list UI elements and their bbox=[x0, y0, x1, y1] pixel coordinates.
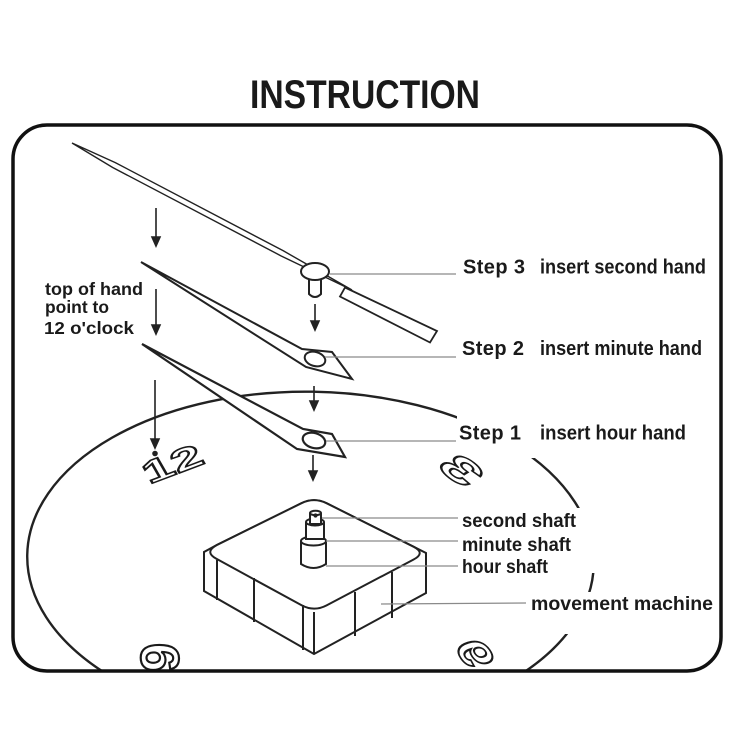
svg-text:INSTRUCTION: INSTRUCTION bbox=[250, 73, 480, 117]
svg-text:Step 1: Step 1 bbox=[459, 423, 521, 445]
svg-text:point to: point to bbox=[45, 297, 109, 317]
svg-text:Step 2: Step 2 bbox=[462, 338, 524, 360]
svg-text:9: 9 bbox=[130, 643, 190, 672]
svg-text:top of hand: top of hand bbox=[45, 279, 143, 299]
svg-text:insert minute hand: insert minute hand bbox=[540, 338, 702, 360]
svg-text:movement machine: movement machine bbox=[531, 594, 713, 615]
svg-text:hour shaft: hour shaft bbox=[462, 557, 549, 578]
svg-text:insert second hand: insert second hand bbox=[540, 257, 706, 279]
svg-text:minute shaft: minute shaft bbox=[462, 535, 572, 556]
svg-text:second shaft: second shaft bbox=[462, 511, 577, 532]
svg-text:Step 3: Step 3 bbox=[463, 257, 525, 279]
svg-text:12 o'clock: 12 o'clock bbox=[44, 318, 134, 338]
svg-text:insert hour hand: insert hour hand bbox=[540, 423, 686, 445]
